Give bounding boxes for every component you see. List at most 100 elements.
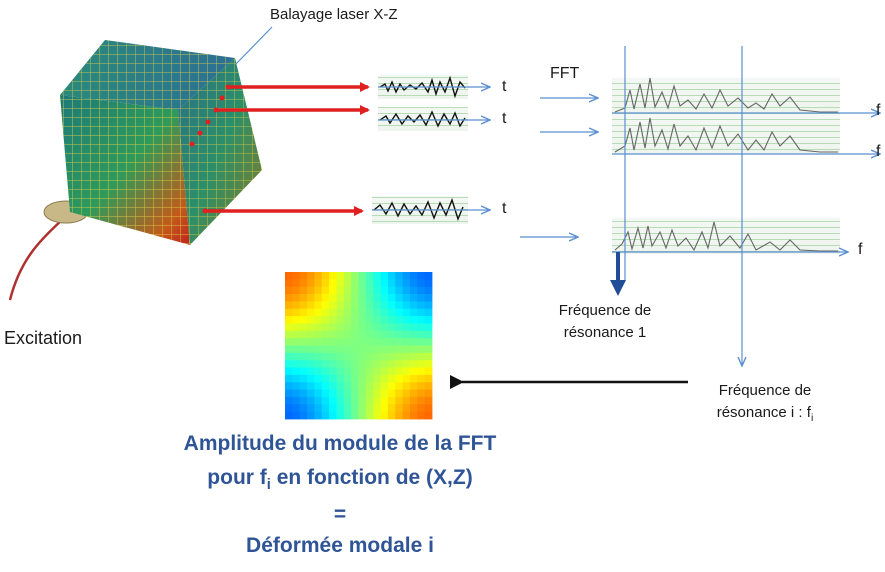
heatmap-cell (380, 352, 389, 361)
heatmap-cell (321, 411, 330, 420)
heatmap-cell (351, 367, 359, 376)
heatmap-cell (321, 294, 330, 302)
heatmap-cell (395, 323, 403, 332)
heatmap-cell (329, 279, 337, 288)
heatmap-cell (299, 338, 308, 346)
heatmap-cell (329, 360, 337, 368)
heatmap-cell (395, 286, 403, 295)
heatmap-cell (387, 323, 396, 332)
heatmap-cell (365, 308, 374, 317)
heatmap-cell (329, 345, 337, 354)
heatmap-cell (424, 389, 433, 398)
f-label-2: f (876, 143, 881, 160)
heatmap-cell (285, 352, 293, 361)
heatmap-cell (417, 360, 426, 368)
heatmap-cell (409, 367, 418, 376)
caption-line2: pour fi en fonction de (X,Z) (120, 466, 560, 493)
t-label-3: t (502, 200, 507, 217)
heatmap-cell (417, 382, 426, 390)
heatmap-cell (402, 374, 411, 383)
heatmap-cell (321, 374, 330, 383)
heatmap-cell (321, 404, 330, 413)
heatmap-cell (285, 411, 293, 420)
heatmap-cell (373, 352, 381, 361)
heatmap-cell (321, 338, 330, 346)
resonance-i-label: Fréquence de résonance i : fi (690, 380, 840, 429)
heatmap-cell (358, 345, 367, 354)
heatmap-cell (329, 374, 337, 383)
heatmap-cell (380, 316, 389, 324)
heatmap-cell (329, 404, 337, 413)
heatmap-cell (358, 360, 367, 368)
heatmap-cell (314, 330, 323, 339)
heatmap-cell (402, 286, 411, 295)
heatmap-cell (424, 382, 433, 390)
heatmap-cell (358, 308, 367, 317)
heatmap-cell (358, 338, 367, 346)
heatmap-cell (285, 404, 293, 413)
heatmap-cell (424, 330, 433, 339)
heatmap-cell (373, 360, 381, 368)
resonance-1-label: Fréquence de résonance 1 (530, 300, 680, 344)
heatmap-cell (380, 404, 389, 413)
heatmap-cell (387, 345, 396, 354)
heatmap-cell (299, 272, 308, 280)
heatmap-cell (417, 316, 426, 324)
heatmap-cell (387, 382, 396, 390)
cube-front-mesh (60, 95, 190, 245)
heatmap-cell (409, 360, 418, 368)
heatmap-cell (358, 330, 367, 339)
heatmap-cell (307, 294, 315, 302)
heatmap-cell (358, 411, 367, 420)
heatmap-cell (351, 404, 359, 413)
heatmap-cell (373, 374, 381, 383)
heatmap-cell (314, 382, 323, 390)
heatmap-cell (329, 352, 337, 361)
heatmap-cell (373, 389, 381, 398)
t-label-1: t (502, 78, 507, 95)
heatmap-cell (307, 279, 315, 288)
heatmap-cell (285, 374, 293, 383)
heatmap-cell (314, 308, 323, 317)
heatmap-cell (299, 330, 308, 339)
heatmap-cell (365, 374, 374, 383)
scan-point (197, 130, 203, 136)
heatmap-cell (299, 294, 308, 302)
scan-point (189, 141, 195, 147)
heatmap-cell (307, 382, 315, 390)
heatmap-cell (395, 338, 403, 346)
heatmap-cell (343, 330, 352, 339)
heatmap-cell (299, 352, 308, 361)
heatmap-cell (329, 294, 337, 302)
heatmap-cell (343, 308, 352, 317)
heatmap-cell (329, 382, 337, 390)
heatmap-cell (351, 352, 359, 361)
heatmap-cell (307, 286, 315, 295)
heatmap-cell (365, 316, 374, 324)
heatmap-cell (395, 352, 403, 361)
heatmap-cell (307, 411, 315, 420)
heatmap-cell (299, 360, 308, 368)
heatmap-cell (417, 404, 426, 413)
heatmap-cell (380, 279, 389, 288)
heatmap-cell (299, 323, 308, 332)
heatmap-cell (387, 316, 396, 324)
heatmap-cell (336, 389, 345, 398)
heatmap-cell (343, 374, 352, 383)
heatmap-cell (321, 279, 330, 288)
heatmap-cell (402, 316, 411, 324)
heatmap-cell (373, 301, 381, 310)
heatmap-cell (417, 272, 426, 280)
heatmap-cell (417, 345, 426, 354)
heatmap-cell (365, 338, 374, 346)
heatmap-cell (409, 374, 418, 383)
heatmap-cell (373, 382, 381, 390)
heatmap-cell (292, 294, 301, 302)
heatmap-cell (380, 367, 389, 376)
heatmap-cell (365, 279, 374, 288)
heatmap-cell (373, 294, 381, 302)
heatmap-cell (395, 411, 403, 420)
heatmap-cell (292, 301, 301, 310)
heatmap-cell (343, 352, 352, 361)
heatmap-cell (358, 352, 367, 361)
